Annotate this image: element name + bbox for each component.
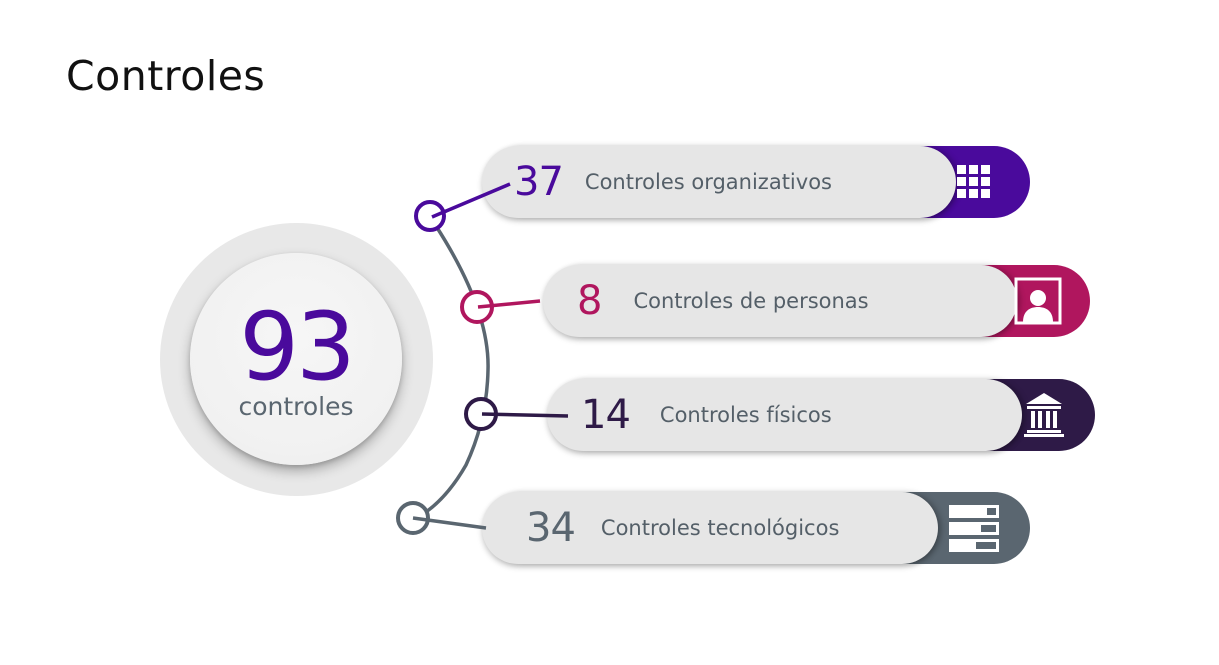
server-rack-icon	[944, 492, 1004, 564]
person-portrait-icon	[1008, 265, 1068, 337]
total-label: controles	[238, 392, 354, 421]
category-label: Controles de personas	[633, 289, 869, 313]
building-columns-icon	[1014, 379, 1074, 451]
category-body: 34 Controles tecnológicos	[482, 492, 938, 564]
total-count: 93	[239, 293, 356, 402]
category-count: 34	[526, 505, 576, 551]
category-body: 14 Controles físicos	[547, 379, 1022, 451]
category-count: 8	[577, 278, 602, 324]
category-label: Controles tecnológicos	[600, 516, 840, 540]
summary-circle: 93 controles	[190, 253, 402, 465]
category-count: 37	[514, 159, 564, 205]
category-fisicos: 14 Controles físicos	[547, 379, 1095, 451]
category-body: 8 Controles de personas	[543, 265, 1017, 337]
category-body: 37 Controles organizativos	[482, 146, 956, 218]
category-personas: 8 Controles de personas	[543, 265, 1090, 337]
page-title: Controles	[66, 52, 266, 100]
category-label: Controles organizativos	[584, 170, 832, 194]
grid-icon	[944, 146, 1004, 218]
category-organizativos: 37 Controles organizativos	[482, 146, 1030, 218]
category-tecnologicos: 34 Controles tecnológicos	[482, 492, 1030, 564]
category-count: 14	[581, 392, 631, 438]
category-label: Controles físicos	[659, 403, 832, 427]
